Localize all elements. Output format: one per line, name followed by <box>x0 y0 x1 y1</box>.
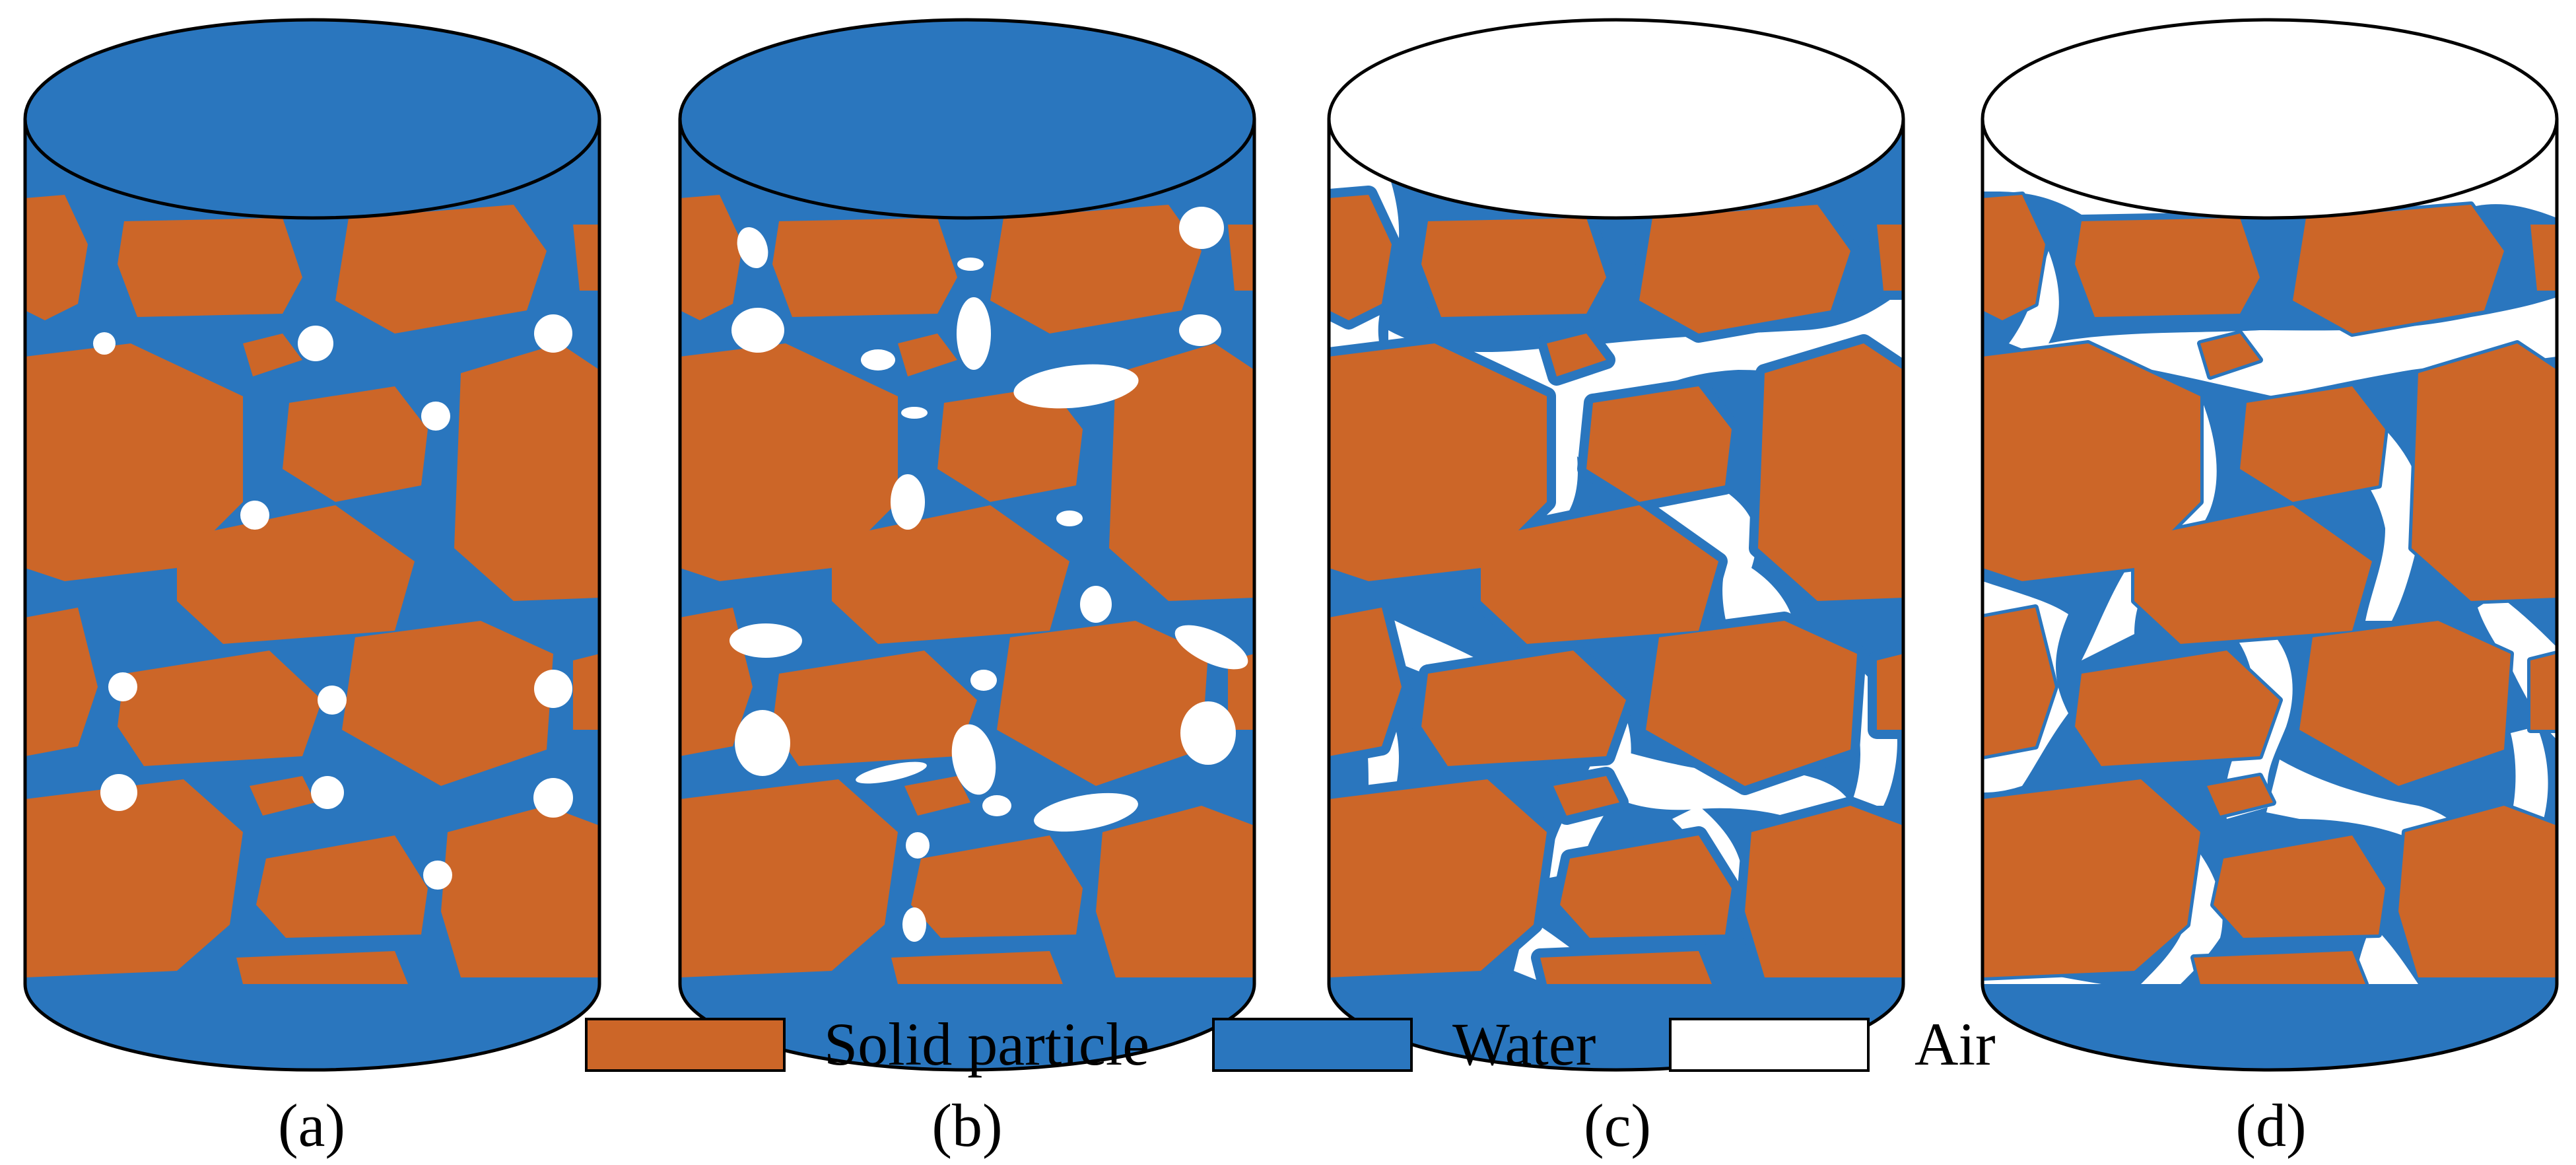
legend-label-water: Water <box>1452 1010 1596 1078</box>
cylinder-top-b <box>678 18 1256 220</box>
cylinder-outline-a <box>23 119 601 1072</box>
panel-label-d: (d) <box>2235 1092 2306 1159</box>
cylinder-a <box>23 18 601 1072</box>
cylinder-c <box>1327 18 1905 1072</box>
cylinder-body-d <box>1983 119 2557 1070</box>
cylinders-layer <box>23 18 2559 1072</box>
legend-swatch-solid-particle <box>585 1018 786 1072</box>
cylinder-outline-d <box>1981 119 2559 1072</box>
legend-swatch-air <box>1669 1018 1870 1072</box>
legend: Solid particle Water Air <box>585 1010 1996 1078</box>
panel-label-c: (c) <box>1584 1092 1651 1159</box>
cylinder-d <box>1981 18 2559 1072</box>
panel-label-a: (a) <box>278 1092 345 1159</box>
cylinder-top-d <box>1981 18 2559 220</box>
cylinder-body-a <box>25 119 599 1070</box>
cylinder-body-b <box>680 119 1254 1070</box>
legend-label-air: Air <box>1915 1010 1996 1078</box>
panel-label-b: (b) <box>932 1092 1002 1159</box>
cylinder-body-c <box>1329 119 1903 1070</box>
cylinder-top-c <box>1327 18 1905 220</box>
legend-label-solid-particle: Solid particle <box>824 1010 1149 1078</box>
cylinder-b <box>678 18 1256 1072</box>
cylinder-top-a <box>23 18 601 220</box>
legend-swatch-water <box>1212 1018 1413 1072</box>
